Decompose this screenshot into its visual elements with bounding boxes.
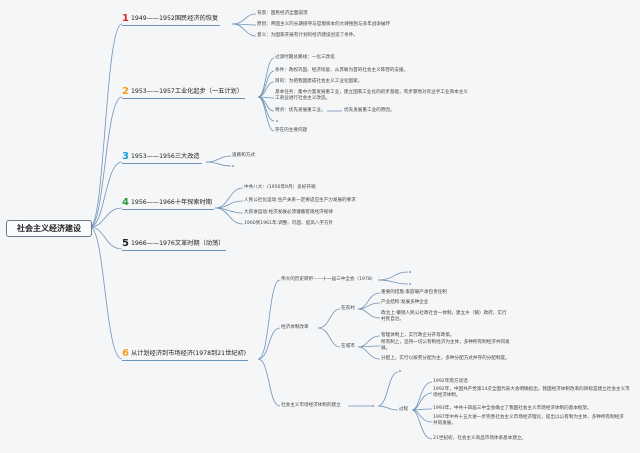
b2-problems: 存在的主要问题 (275, 128, 308, 133)
b6-process-item-4: 1997年中共十五大进一步完善社会主义市场经济理论，提出以公有制为主体、多种所有… (433, 415, 624, 426)
b6-rural-item-1: 重要的措施:家庭联产承包责任制 (381, 290, 447, 295)
b2-general-line: 过渡时期总路线：一化三改造 (275, 55, 335, 60)
branch-2-label: 1953——1957工业化起步（一五计划） (130, 88, 243, 95)
branch-5-number: 5 (122, 238, 129, 249)
b6-rural-item-3: 政治上:撤销人民公社政社合一体制，建立乡（镇）政府，实行村民自治。 (381, 311, 507, 322)
b1-reason: 原因：帝国主义的长期掠夺与官僚资本的大肆搜刮与多年战争破坏 (257, 22, 391, 27)
branch-3-number: 3 (122, 151, 129, 162)
b6-process-marker: b (399, 368, 402, 373)
b1-background: 背景：国民经济全面崩溃 (257, 11, 308, 16)
b6-rural: 在农村 (341, 306, 355, 311)
b2-marker: b (276, 118, 279, 123)
b1-significance: 意义：为国家开展有计划的经济建设创造了条件。 (257, 33, 359, 38)
b6-reform: 经济体制改革 (281, 325, 309, 330)
b6-city-item-2: 所有制上，坚持一切公有制经济为主体，多种所有制经济共同发展。 (381, 340, 510, 351)
b2-basic-task: 基本任务：集中力量发展重工业，建立国家工业化的初步基础，有步骤地对农业手工业资本… (275, 90, 468, 101)
b6-process-item-3: 1993年，中共十四届三中全会确立了我国社会主义市场经济体制的基本框架。 (433, 406, 592, 411)
b3-path-method: 道路和方式 (232, 153, 255, 158)
root-node: 社会主义经济建设 (6, 220, 92, 237)
branch-1-number: 1 (122, 13, 129, 24)
b4-peoples-commune: 人民公社化运动:生产关系一定要适应生产力发展的要求 (244, 198, 356, 203)
b6-market-marker: b (372, 403, 375, 408)
b6-city-item-3: 分配上，实行以按劳分配为主，多种分配方式并存的分配制度。 (381, 356, 510, 361)
branch-5-label: 1966——1976文革时期（动荡） (130, 240, 225, 247)
b6-top-marker-2: b (409, 281, 412, 286)
b2-feature-reason: 优先发展重工业的原因。 (344, 108, 395, 113)
b4-great-leap: 大跃进运动:经济发展必须遵循客观经济规律 (244, 210, 333, 215)
branch-6-number: 6 (122, 348, 129, 359)
b6-process-item-1: 1992年南方谈话 (433, 379, 468, 384)
branch-6-label: 从计划经济到市场经济(1978到21世纪初) (130, 350, 247, 357)
branch-4-number: 4 (122, 197, 129, 208)
b6-city-item-1: 管理体制上，实行政企分开等政策。 (381, 333, 455, 338)
b6-city: 在城市 (341, 344, 355, 349)
b4-eighth-congress: 中共八大：(1956年9月）良好开端 (244, 185, 316, 190)
b2-feature: 特点：优先发展重工业。 (275, 108, 326, 113)
b2-purpose: 目的：为把我国建成社会主义工业化国家。 (275, 79, 363, 84)
branch-1-label: 1949——1952国民经济的恢复 (130, 15, 219, 22)
b6-rural-item-2: 产业结构:发展多种企业 (381, 300, 429, 305)
b6-process: 过程 (399, 407, 409, 412)
b6-top-marker-1: b (409, 269, 412, 274)
b6-historic-turn: 伟大的历史转折——十一届三中全会（1978） (281, 277, 376, 282)
b3-marker: b (232, 163, 235, 168)
b2-conditions: 条件：政权巩固、经济恢复、从苏联为首的社会主义阵营的支援。 (275, 68, 409, 73)
b4-adjustment: 1960到1961年:调整、巩固、提高八字方针 (244, 221, 334, 226)
b6-process-item-5: 21世纪初，社会主义商品市场体系基本建立。 (433, 436, 527, 441)
b6-market-economy: 社会主义市场经济体制的建立 (281, 403, 341, 408)
branch-3-label: 1953——1956三大改造 (130, 153, 200, 160)
b6-process-item-2: 1992年，中国共产党第14次全国代表大会明确指出，我国经济体制改革的目标是建立… (433, 387, 630, 398)
branch-4-label: 1956——1966十年探索时期 (130, 199, 212, 206)
branch-2-number: 2 (122, 86, 129, 97)
